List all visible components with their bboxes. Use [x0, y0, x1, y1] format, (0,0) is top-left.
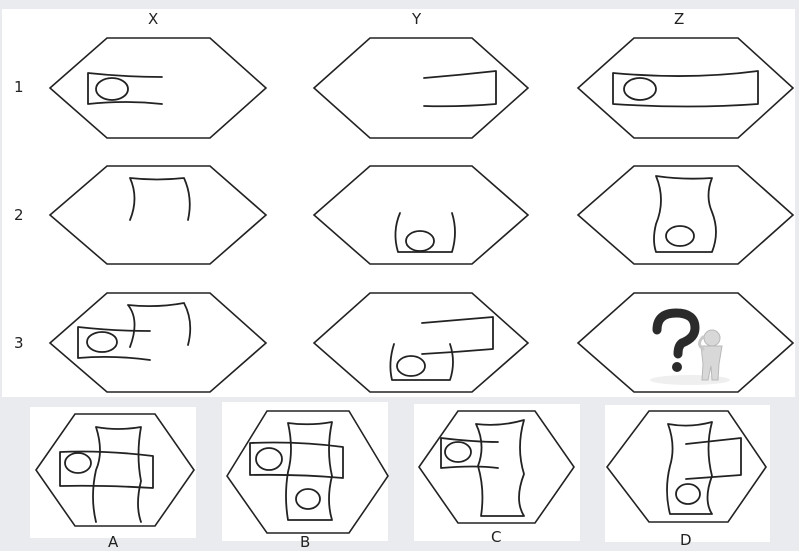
- cell-2-z: [578, 166, 793, 264]
- cell-1-x: [50, 38, 266, 138]
- cell-2-x: [50, 166, 266, 264]
- hexagon-shape: [50, 166, 266, 264]
- option-d-figure: [607, 411, 766, 522]
- cell-1-z: [578, 38, 793, 138]
- hexagon-shape: [50, 38, 266, 138]
- cell-3-x: [50, 293, 266, 392]
- option-b-figure: [227, 411, 388, 533]
- hexagon-shape: [227, 411, 388, 533]
- hexagon-shape: [578, 166, 793, 264]
- hexagon-shape: [578, 38, 793, 138]
- option-c-figure: [419, 411, 574, 523]
- hexagon-shape: [314, 166, 528, 264]
- hexagon-shape: [607, 411, 766, 522]
- hexagon-shape: [314, 293, 528, 392]
- hexagon-shape: [50, 293, 266, 392]
- cell-1-y: [314, 38, 528, 138]
- cell-3-z: [578, 293, 793, 392]
- cell-3-y: [314, 293, 528, 392]
- option-a-figure: [36, 414, 194, 526]
- cell-2-y: [314, 166, 528, 264]
